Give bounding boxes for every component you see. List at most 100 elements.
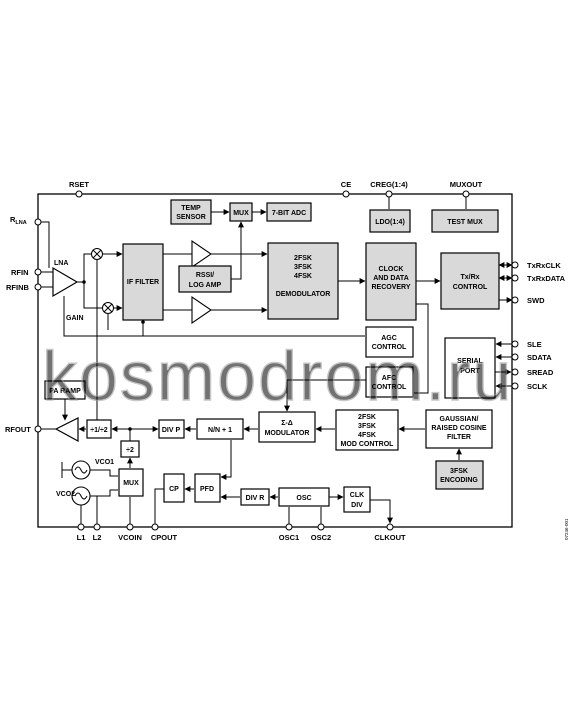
pin-l1-label: L1 xyxy=(77,533,86,542)
txrx-line2: CONTROL xyxy=(453,284,488,291)
demod-line2: 3FSK xyxy=(294,264,312,271)
lna-label: LNA xyxy=(54,260,68,267)
pin-clkout: CLKOUT xyxy=(374,523,406,542)
mux-vco-block: MUX xyxy=(118,468,144,497)
pin-ce-label: CE xyxy=(341,180,351,189)
pin-rfout-label: RFOUT xyxy=(5,425,31,434)
temp-sensor-line1: TEMP xyxy=(181,205,201,212)
pin-rfin: RFIN xyxy=(11,268,42,277)
pin-txrxdata-label: TxRxDATA xyxy=(527,274,566,283)
pin-txrxclk-label: TxRxCLK xyxy=(527,261,561,270)
pin-sclk-label: SCLK xyxy=(527,382,548,391)
pin-r-lna: RLNA xyxy=(10,215,42,226)
wire-rssi-mux xyxy=(231,221,244,280)
fsk3-line2: ENCODING xyxy=(440,477,478,484)
pin-rset-label: RSET xyxy=(69,180,89,189)
wire-rlna xyxy=(41,221,50,268)
pin-rfout: RFOUT xyxy=(5,425,42,434)
gauss-line3: FILTER xyxy=(447,434,471,441)
gain-label: GAIN xyxy=(66,315,84,322)
wire-afc-modulator xyxy=(284,379,366,412)
div-r-label: DIV R xyxy=(246,495,265,502)
wire-clock-afc xyxy=(414,303,429,394)
pin-muxout: MUXOUT xyxy=(450,180,483,198)
sigma-delta-modulator-block: Σ-Δ MODULATOR xyxy=(258,411,316,443)
cp-label: CP xyxy=(169,486,179,493)
temp-sensor-block: TEMP SENSOR xyxy=(170,199,212,225)
pin-rset: RSET xyxy=(69,180,89,198)
vco1 xyxy=(71,460,91,480)
wire-vco2-mux xyxy=(90,489,118,497)
div-p-label: DIV P xyxy=(162,427,181,434)
n-n1-block: N/N + 1 xyxy=(196,418,244,440)
afc-control-block: AFC CONTROL xyxy=(365,366,414,398)
modctl-line2: 3FSK xyxy=(358,423,376,430)
pin-clkout-label: CLKOUT xyxy=(374,533,406,542)
fsk3-line1: 3FSK xyxy=(450,468,468,475)
pin-sread: SREAD xyxy=(511,368,554,377)
clock-recovery-block: CLOCK AND DATA RECOVERY xyxy=(365,242,417,321)
agc-control-block: AGC CONTROL xyxy=(365,326,414,358)
gauss-line1: GAUSSIAN/ xyxy=(440,416,479,423)
pin-sdata-label: SDATA xyxy=(527,353,552,362)
if-filter-block: IF FILTER xyxy=(122,243,164,321)
adc-block: 7-BIT ADC xyxy=(266,202,312,222)
pin-swd: SWD xyxy=(511,296,545,305)
txrx-control-block: Tx/Rx CONTROL xyxy=(440,252,500,310)
wire-cp-cpout xyxy=(154,488,164,524)
pin-sdata: SDATA xyxy=(511,353,552,362)
wire-vco2-l2 xyxy=(90,495,98,524)
lna-amplifier xyxy=(52,266,79,298)
agc-line1: AGC xyxy=(381,335,397,342)
adc-label: 7-BIT ADC xyxy=(272,210,306,217)
pa-ramp-label: PA RAMP xyxy=(49,388,81,395)
pin-sread-label: SREAD xyxy=(527,368,554,377)
clk-div-block: CLK DIV xyxy=(343,486,371,513)
temp-sensor-line2: SENSOR xyxy=(176,214,206,221)
clkdiv-line2: DIV xyxy=(351,502,363,509)
pin-l1: L1 xyxy=(77,523,86,542)
agc-line2: CONTROL xyxy=(372,344,407,351)
gauss-line2: RAISED COSINE xyxy=(431,425,487,432)
pin-cpout-label: CPOUT xyxy=(151,533,178,542)
modctl-line4: MOD CONTROL xyxy=(341,441,395,448)
wire-vco1-mux xyxy=(90,469,118,477)
sd-line2: MODULATOR xyxy=(265,430,310,437)
limiter-amp-2 xyxy=(191,295,212,325)
div2-vco-label: ÷2 xyxy=(126,447,134,454)
3fsk-encoding-block: 3FSK ENCODING xyxy=(435,460,484,490)
mixer-q xyxy=(102,302,114,314)
demod-line3: 4FSK xyxy=(294,273,312,280)
pin-swd-label: SWD xyxy=(527,296,545,305)
pin-l2-label: L2 xyxy=(93,533,102,542)
pin-l2: L2 xyxy=(93,523,102,542)
mux-vco-label: MUX xyxy=(123,480,139,487)
rssi-line2: LOG AMP xyxy=(189,282,222,289)
pin-txrxclk: TxRxCLK xyxy=(511,261,561,270)
wire-gain xyxy=(63,296,365,337)
mux-top-label: MUX xyxy=(233,210,249,217)
pin-txrxdata: TxRxDATA xyxy=(511,274,566,283)
if-filter-label: IF FILTER xyxy=(127,279,159,286)
wire-nn1-pfd xyxy=(220,440,232,480)
figure-id: 07246-001 xyxy=(564,518,569,540)
modctl-line1: 2FSK xyxy=(358,414,376,421)
demod-line1: 2FSK xyxy=(294,255,312,262)
div12-label: ÷1/÷2 xyxy=(90,427,108,434)
pfd-label: PFD xyxy=(200,486,214,493)
div2-vco-block: ÷2 xyxy=(120,440,140,458)
div12-block: ÷1/÷2 xyxy=(86,419,112,439)
clock-line1: CLOCK xyxy=(379,266,404,273)
gaussian-filter-block: GAUSSIAN/ RAISED COSINE FILTER xyxy=(425,409,493,449)
pin-rfinb-label: RFINB xyxy=(6,283,29,292)
vco2-label: VCO2 xyxy=(56,491,75,498)
modctl-line3: 4FSK xyxy=(358,432,376,439)
wire-vco1-inductor xyxy=(61,462,72,478)
rssi-block: RSSI/ LOG AMP xyxy=(178,265,232,293)
rssi-line1: RSSI/ xyxy=(196,272,214,279)
clkdiv-line1: CLK xyxy=(350,492,364,499)
pin-muxout-label: MUXOUT xyxy=(450,180,483,189)
wire-clkdiv-clkout xyxy=(370,499,393,524)
ldo-block: LDO(1:4) xyxy=(369,209,411,233)
